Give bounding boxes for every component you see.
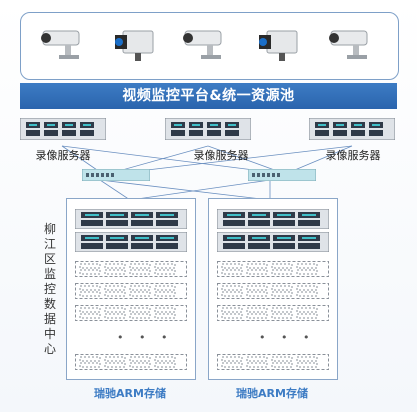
storage-node-placeholder xyxy=(75,305,187,321)
bullet-camera-icon xyxy=(329,30,368,59)
platform-title: 视频监控平台&统一资源池 xyxy=(20,83,397,109)
storage-node-placeholder xyxy=(217,283,329,299)
server-icon xyxy=(165,118,251,140)
storage-node-placeholder xyxy=(217,305,329,321)
storage-node-placeholder xyxy=(75,261,187,277)
box-camera-icon xyxy=(259,30,298,61)
network-switch-icon xyxy=(82,169,150,181)
storage-node-placeholder xyxy=(217,354,329,370)
network-switch-icon xyxy=(248,169,316,181)
ellipsis: • • • xyxy=(259,331,316,344)
box-camera-icon xyxy=(115,30,154,61)
recording-server-label: 录像服务器 xyxy=(325,149,381,162)
storage-server-icon xyxy=(75,209,187,229)
server-icon xyxy=(309,118,395,140)
recording-server-label: 录像服务器 xyxy=(193,149,249,162)
storage-cluster: • • • xyxy=(66,198,196,380)
ellipsis: • • • xyxy=(117,331,174,344)
storage-cluster-label: 瑞驰ARM存储 xyxy=(236,387,308,400)
storage-cluster-label: 瑞驰ARM存储 xyxy=(94,387,166,400)
data-center-label: 柳江区监控数据中心 xyxy=(43,222,56,356)
storage-server-icon xyxy=(217,232,329,252)
camera-panel xyxy=(20,12,399,80)
bullet-camera-icon xyxy=(183,30,222,59)
storage-cluster: • • • xyxy=(208,198,338,380)
storage-node-placeholder xyxy=(217,261,329,277)
recording-server-label: 录像服务器 xyxy=(35,149,91,162)
storage-server-icon xyxy=(217,209,329,229)
storage-node-placeholder xyxy=(75,354,187,370)
server-icon xyxy=(20,118,106,140)
storage-server-icon xyxy=(75,232,187,252)
storage-node-placeholder xyxy=(75,283,187,299)
bullet-camera-icon xyxy=(41,30,80,59)
